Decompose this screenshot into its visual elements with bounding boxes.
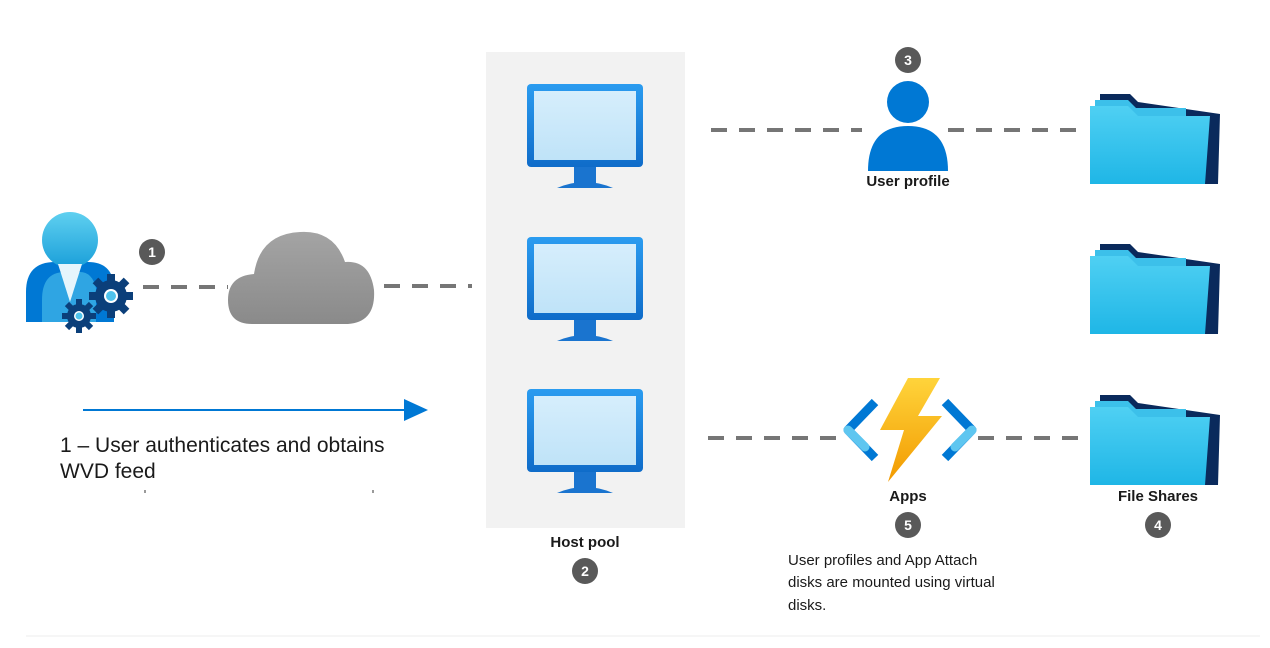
crop-artifact-2 <box>372 490 374 493</box>
step-badge-1-text: 1 <box>148 244 156 260</box>
admin-user-icon <box>26 212 133 333</box>
cloud-icon <box>228 231 375 324</box>
step1-caption-line-2: WVD feed <box>60 460 156 483</box>
user-profile-icon <box>868 81 948 171</box>
step1-caption-line-1: 1 – User authenticates and obtains <box>60 434 385 457</box>
crop-artifact-1 <box>144 490 146 493</box>
apps-note-line-1: User profiles and App Attach <box>788 552 977 569</box>
step-badge-1: 1 <box>139 239 165 265</box>
apps-note-line-2: disks are mounted using virtual <box>788 574 995 591</box>
folder-icon-2 <box>1090 240 1220 334</box>
step-badge-5-text: 5 <box>904 517 912 533</box>
apps-label: Apps <box>889 488 927 505</box>
step-badge-2: 2 <box>572 558 598 584</box>
flow-arrow <box>83 399 428 421</box>
azure-functions-icon <box>843 378 977 482</box>
host-pool-label: Host pool <box>550 534 619 551</box>
step-badge-2-text: 2 <box>581 563 589 579</box>
step-badge-4: 4 <box>1145 512 1171 538</box>
step-badge-4-text: 4 <box>1154 517 1162 533</box>
step-badge-5: 5 <box>895 512 921 538</box>
file-shares-label: File Shares <box>1118 488 1198 505</box>
step-badge-3: 3 <box>895 47 921 73</box>
folder-icon-1 <box>1090 90 1220 184</box>
user-profile-label: User profile <box>866 173 949 190</box>
apps-note-line-3: disks. <box>788 597 826 614</box>
folder-icon-3 <box>1090 391 1220 485</box>
step-badge-3-text: 3 <box>904 52 912 68</box>
